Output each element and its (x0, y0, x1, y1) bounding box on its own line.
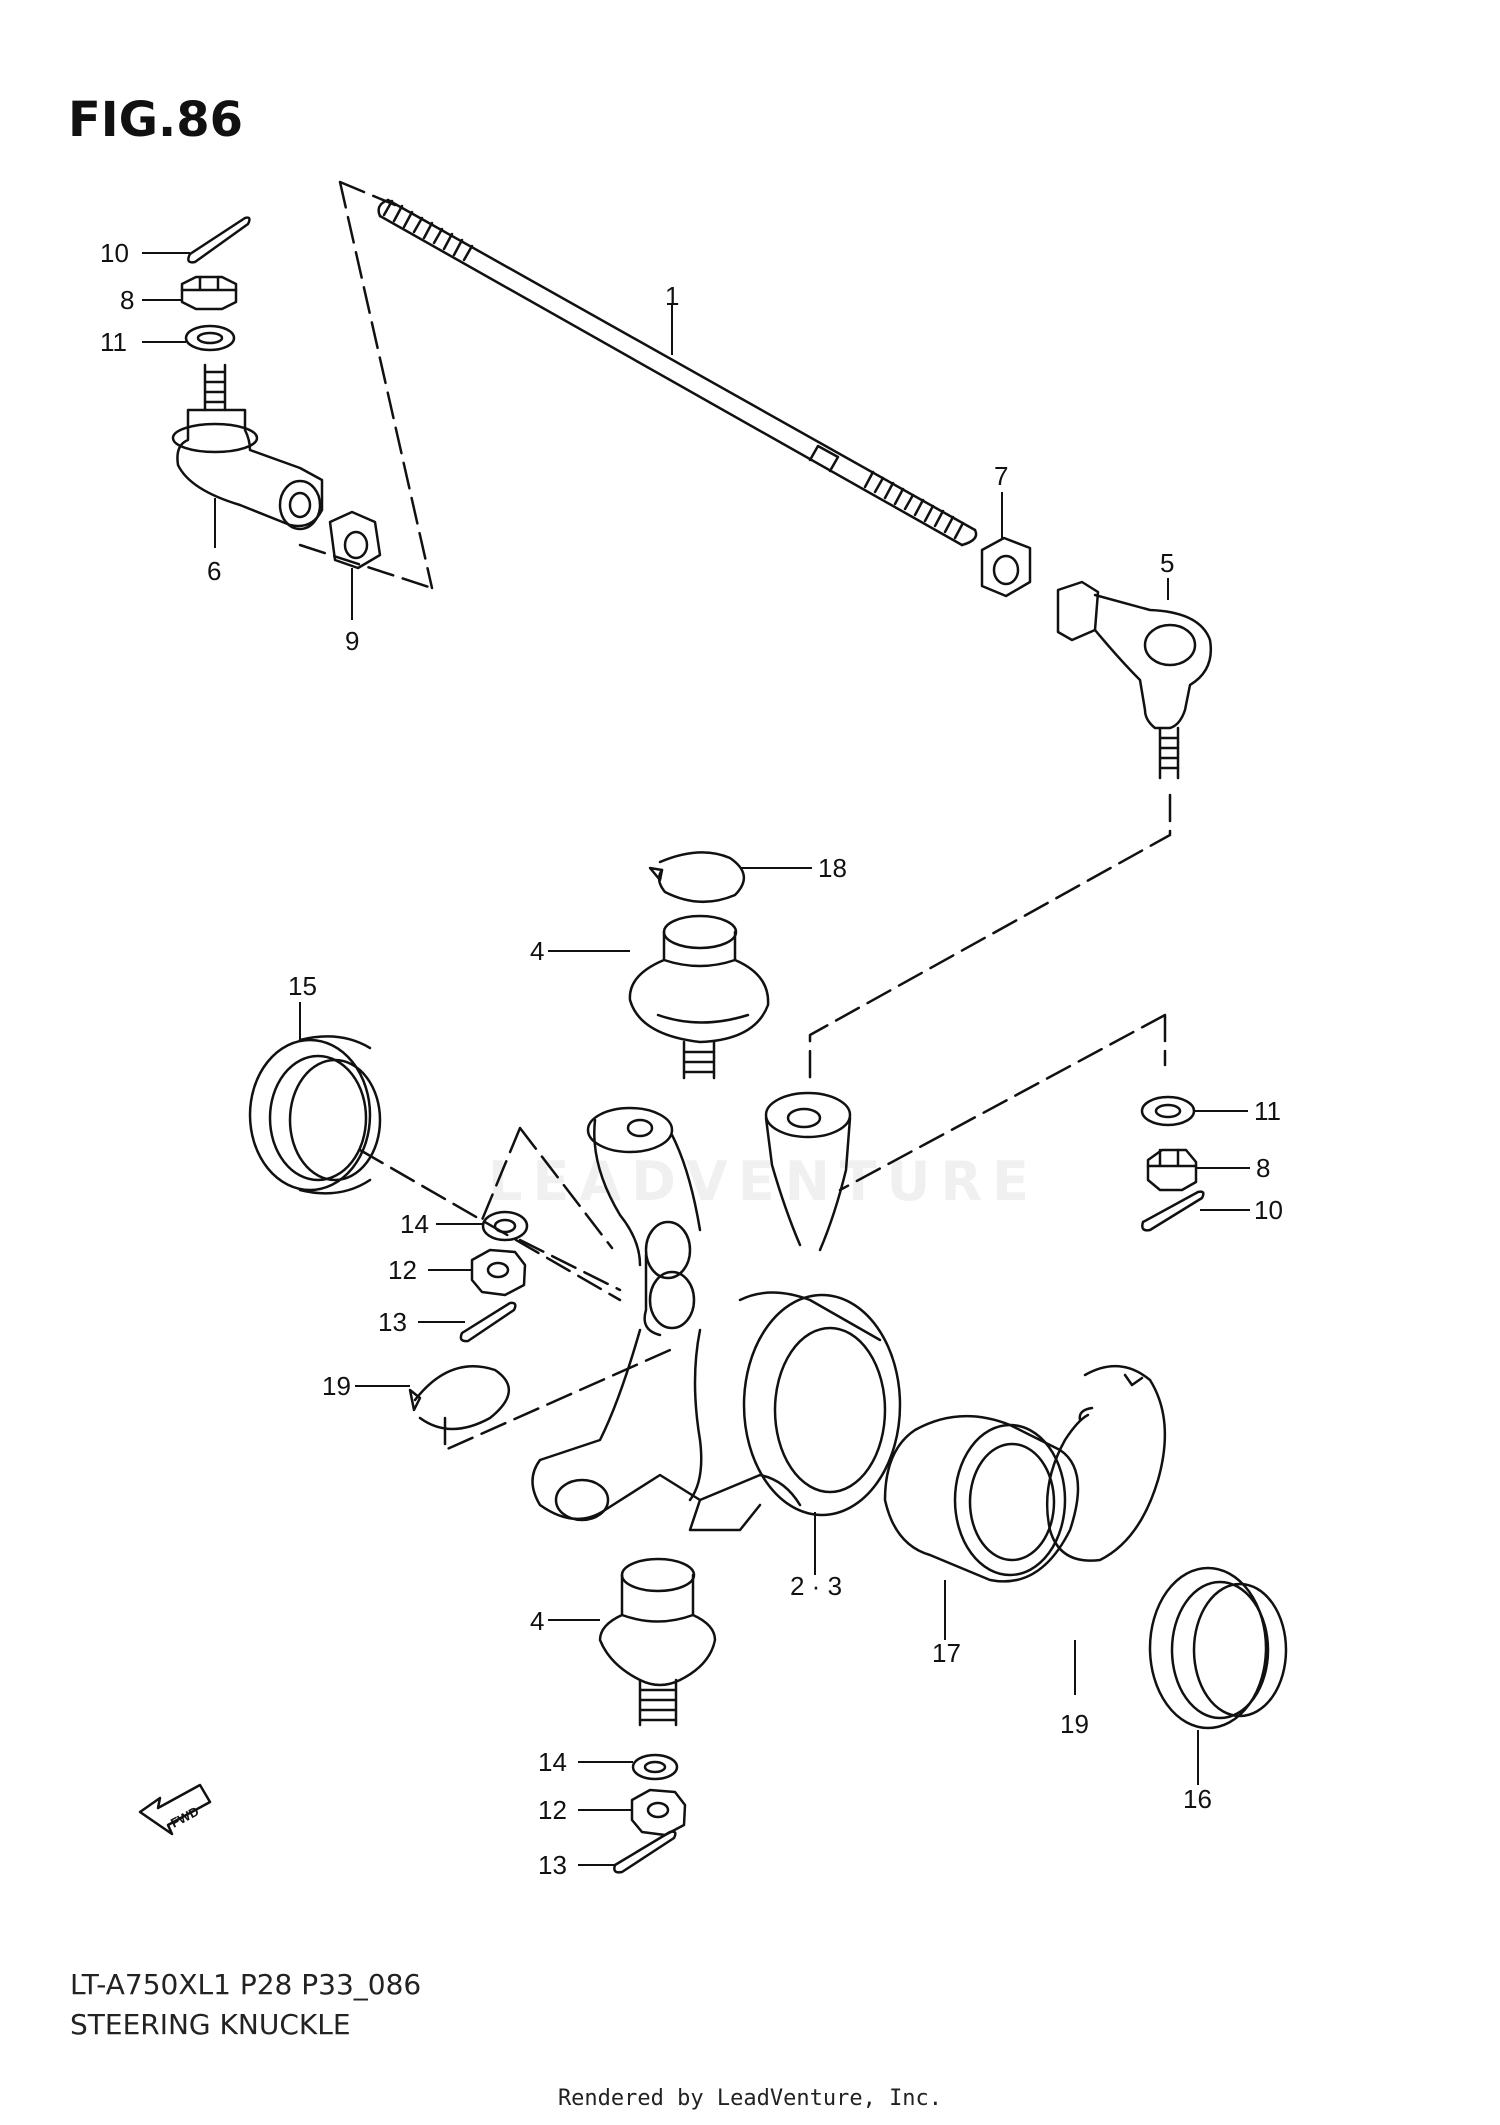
assembly-line (518, 1238, 622, 1292)
circlip-right-part[interactable] (1045, 1364, 1167, 1562)
nut-left-part[interactable] (328, 510, 382, 570)
callout-13-left: 13 (378, 1307, 407, 1337)
tie-rod-end-left-part[interactable] (171, 363, 324, 531)
callout-12-left: 12 (388, 1255, 417, 1285)
callout-6: 6 (207, 556, 221, 586)
callout-14-left: 14 (400, 1209, 429, 1239)
callout-17: 17 (932, 1638, 961, 1668)
oil-seal-right-part[interactable] (1148, 1566, 1288, 1730)
callout-8: 8 (120, 285, 134, 315)
tie-rod-part[interactable] (377, 198, 978, 547)
callout-1: 1 (665, 281, 679, 311)
callout-4-upper: 4 (530, 936, 544, 966)
washer-left-part[interactable] (481, 1210, 529, 1242)
castle-nut-part[interactable] (180, 275, 238, 311)
nut-right-part[interactable] (980, 536, 1032, 598)
washer-lower-part[interactable] (631, 1753, 679, 1781)
assembly-line (480, 1126, 614, 1250)
oil-seal-left-part[interactable] (248, 1035, 382, 1195)
callout-13-lower: 13 (538, 1850, 567, 1880)
callout-11-right: 11 (1254, 1096, 1281, 1126)
assembly-line (358, 1148, 622, 1302)
ball-joint-lower-part[interactable] (598, 1557, 717, 1727)
castle-nut-right-part[interactable] (1146, 1148, 1198, 1192)
callout-8-right: 8 (1256, 1153, 1270, 1183)
cotter-pin-right-part[interactable] (1141, 1190, 1205, 1232)
callout-4-lower: 4 (530, 1606, 544, 1636)
washer-right-part[interactable] (1140, 1095, 1196, 1127)
cotter-pin-part[interactable] (187, 216, 251, 264)
circlip-left-part[interactable] (408, 1365, 511, 1431)
callout-5: 5 (1160, 548, 1174, 578)
callout-19-right: 19 (1060, 1709, 1089, 1739)
figure-title: FIG.86 (68, 92, 244, 148)
callout-2-3: 2 · 3 (790, 1571, 842, 1601)
render-credit: Rendered by LeadVenture, Inc. (557, 2086, 943, 2111)
model-code: LT-A750XL1 P28 P33_086 (70, 1968, 422, 2001)
ball-joint-upper-part[interactable] (628, 914, 770, 1080)
callout-18: 18 (818, 853, 847, 883)
callout-10: 10 (100, 238, 129, 268)
assembly-line (298, 180, 434, 590)
assembly-line (808, 793, 1172, 1082)
callout-10-right: 10 (1254, 1195, 1283, 1225)
callout-14-lower: 14 (538, 1747, 567, 1777)
steering-knuckle-part[interactable] (531, 1091, 902, 1532)
callout-9: 9 (345, 626, 359, 656)
callout-16: 16 (1183, 1784, 1212, 1814)
snap-ring-top-part[interactable] (648, 851, 745, 904)
fwd-arrow-icon (138, 1783, 212, 1836)
callout-11: 11 (100, 327, 127, 357)
cotter-pin-lower-part[interactable] (613, 1830, 677, 1874)
callout-12-lower: 12 (538, 1795, 567, 1825)
cotter-pin-mid-part[interactable] (459, 1301, 517, 1343)
nut-mid-part[interactable] (470, 1248, 527, 1297)
diagram-name: STEERING KNUCKLE (70, 2008, 351, 2041)
assembly-line (443, 1348, 672, 1452)
nut-lower-part[interactable] (630, 1788, 687, 1837)
washer-part[interactable] (184, 324, 236, 352)
assembly-line (838, 1013, 1167, 1192)
wheel-bearing-part[interactable] (883, 1414, 1080, 1583)
tie-rod-end-right-part[interactable] (1056, 580, 1213, 780)
callout-7: 7 (994, 461, 1008, 491)
callout-19-left: 19 (322, 1371, 351, 1401)
callout-15: 15 (288, 971, 317, 1001)
